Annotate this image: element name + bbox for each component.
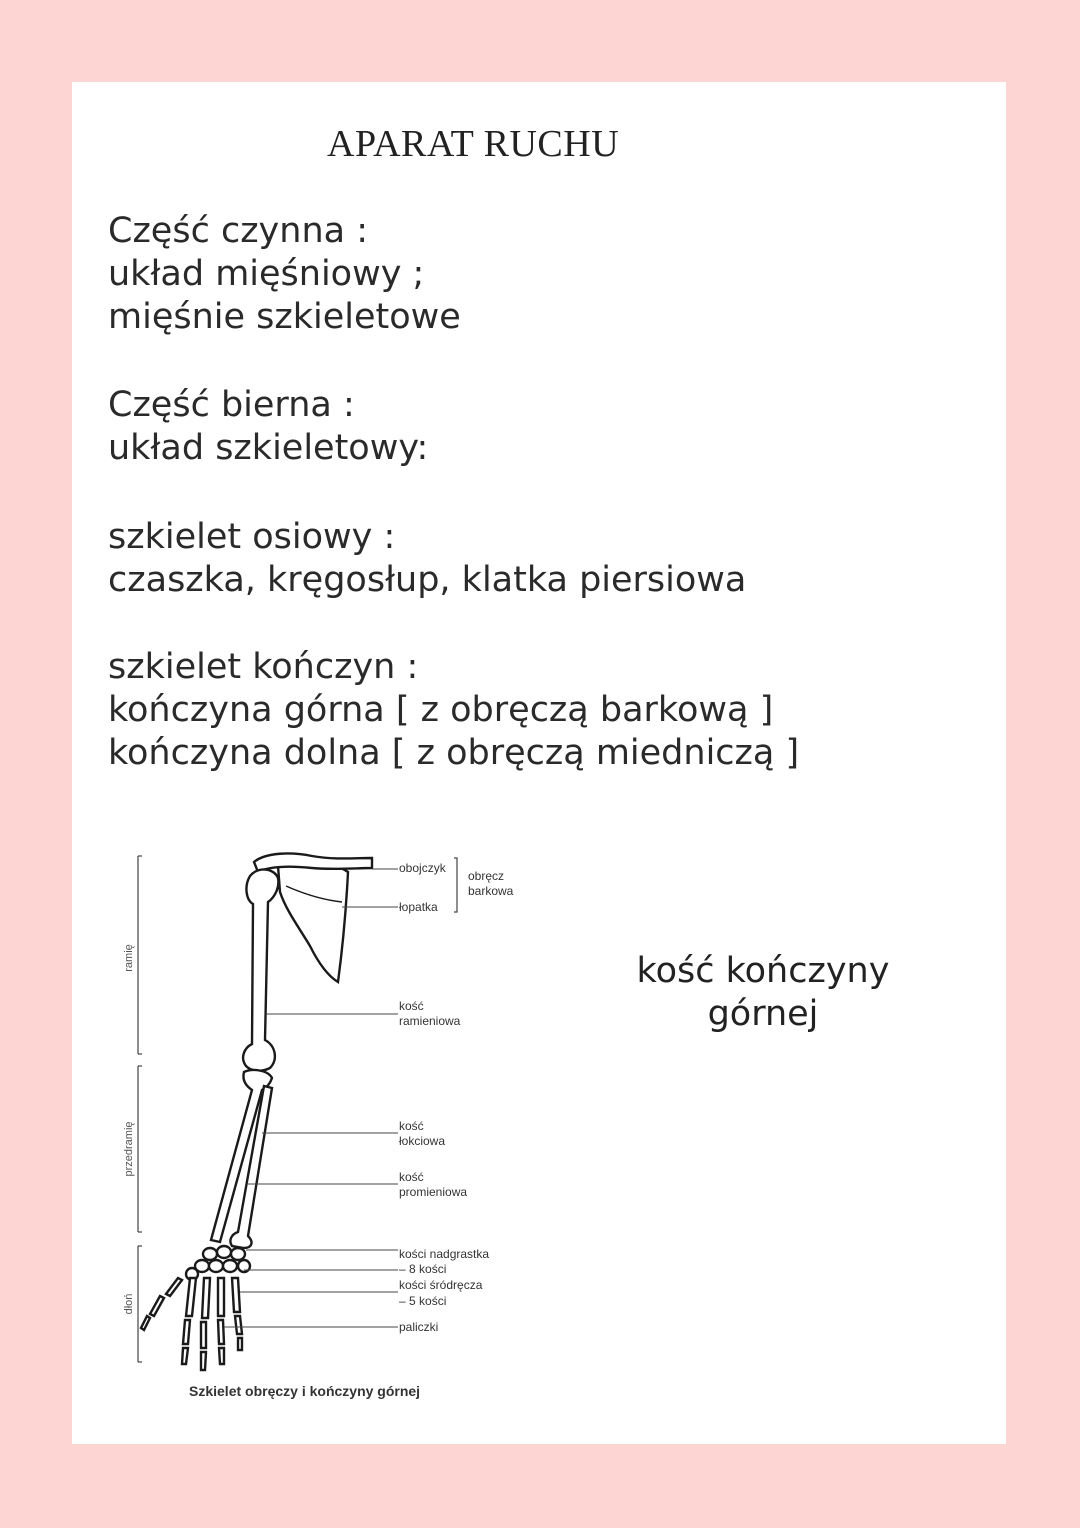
carpal-bones [184,1244,252,1282]
active-part-line: układ mięśniowy ; [108,254,425,294]
label-shoulder-girdle: barkowa [468,884,514,898]
passive-part-section: Część bierna : układ szkieletowy: [108,384,428,470]
side-note-line: kość kończyny [636,951,890,991]
label-radius: promieniowa [399,1185,467,1199]
figure-caption: Szkielet obręczy i kończyny górnej [189,1383,420,1399]
region-label-hand: dłoń [123,1294,135,1315]
axial-skeleton-line: czaszka, kręgosłup, klatka piersiowa [108,560,747,600]
label-radius: kość [399,1170,424,1184]
label-carpals: – 8 kości [399,1262,446,1276]
page-title: APARAT RUCHU [327,123,620,165]
label-phalanges: paliczki [399,1320,438,1334]
clavicle-bone [252,852,374,874]
active-part-heading: Część czynna : [108,211,369,251]
passive-part-heading: Część bierna : [108,385,355,425]
region-label-forearm: przedramię [123,1121,135,1176]
label-scapula: łopatka [399,900,438,914]
side-note: kość kończyny górnej [608,950,918,1036]
label-metacarpals: – 5 kości [399,1294,446,1308]
metacarpal-bones [164,1276,242,1320]
axial-skeleton-heading: szkielet osiowy : [108,517,396,557]
active-part-line: mięśnie szkieletowe [108,297,461,337]
active-part-section: Część czynna : układ mięśniowy ; mięśnie… [108,210,461,339]
axial-skeleton-section: szkielet osiowy : czaszka, kręgosłup, kl… [108,516,746,602]
limb-skeleton-line: kończyna dolna [ z obręczą miedniczą ] [108,733,800,773]
label-ulna: kość [399,1119,424,1133]
side-note-line: górnej [707,994,819,1034]
document-page: APARAT RUCHU Część czynna : układ mięśni… [72,82,1006,1444]
limb-skeleton-heading: szkielet kończyn : [108,647,419,687]
label-clavicle: obojczyk [399,861,447,875]
label-humerus: kość [399,999,424,1013]
scapula-bone [276,860,350,984]
label-shoulder-girdle: obręcz [468,869,504,883]
label-humerus: ramieniowa [399,1014,461,1028]
radius-bone [229,1084,274,1250]
limb-skeleton-line: kończyna górna [ z obręczą barkową ] [108,690,774,730]
upper-limb-skeleton-diagram: ramię przedramię dłoń [123,852,514,1399]
phalanges-bones [139,1294,244,1372]
limb-skeleton-section: szkielet kończyn : kończyna górna [ z ob… [108,646,799,775]
region-label-arm: ramię [123,944,135,972]
label-carpals: kości nadgrastka [399,1247,489,1261]
shoulder-girdle-brace [454,857,458,913]
label-metacarpals: kości śródręcza [399,1278,483,1292]
label-ulna: łokciowa [399,1134,445,1148]
passive-part-line: układ szkieletowy: [108,428,429,468]
humerus-bone [241,868,280,1072]
